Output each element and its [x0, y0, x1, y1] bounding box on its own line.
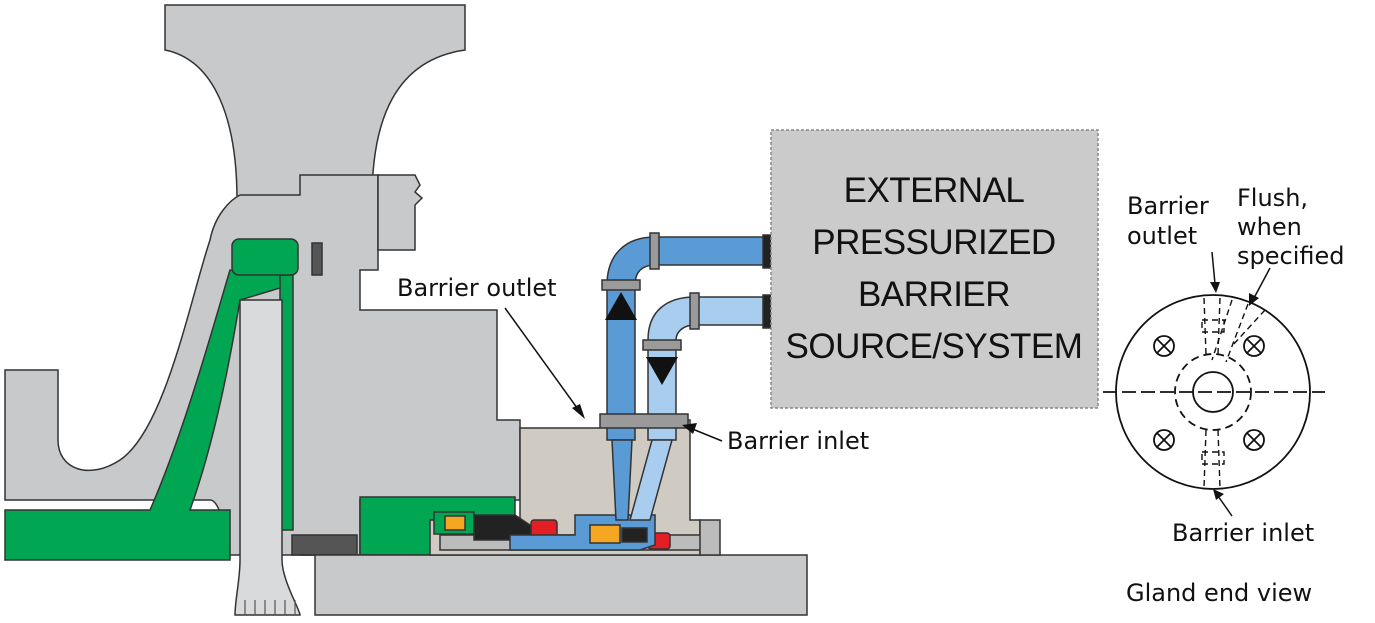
- leader-arrow-end-inlet-icon: [1213, 489, 1224, 500]
- flow-arrow-down-icon: [646, 357, 678, 385]
- box-connector-inlet: [762, 294, 772, 329]
- outlet-passage: [611, 439, 633, 521]
- gland-end-view: [1103, 294, 1325, 490]
- inlet-fitting-top: [642, 339, 682, 351]
- gland-end-plate: [699, 519, 721, 556]
- piping: [599, 232, 772, 521]
- leader-arrow-end-outlet-icon: [1210, 282, 1220, 293]
- dark-ring-bottom: [291, 534, 358, 556]
- box-line-2: PRESSURIZED: [812, 223, 1055, 262]
- bolt-holes: [1153, 335, 1265, 451]
- shaft-hatching: [244, 600, 296, 615]
- flow-arrow-up-icon: [605, 292, 637, 320]
- shaft: [314, 554, 808, 616]
- leader-flush: [1253, 267, 1271, 299]
- inner-spring: [589, 524, 621, 544]
- label-barrier-inlet: Barrier inlet: [727, 427, 869, 455]
- outlet-pipe: [606, 236, 766, 441]
- discharge-nozzle: [164, 4, 466, 201]
- impeller-hub: [234, 299, 301, 616]
- inlet-fitting-h: [689, 292, 700, 330]
- inlet-passage: [629, 439, 673, 521]
- inlet-pipe: [647, 296, 766, 441]
- spring-outer: [444, 515, 466, 531]
- label-barrier-outlet: Barrier outlet: [397, 274, 557, 302]
- end-view-label-inlet: Barrier inlet: [1172, 519, 1314, 547]
- leader-barrier-inlet: [689, 427, 723, 442]
- box-line-1: EXTERNAL: [844, 171, 1025, 210]
- outlet-fitting-h: [649, 232, 660, 270]
- leader-end-inlet: [1217, 495, 1233, 517]
- leader-end-outlet: [1211, 251, 1216, 285]
- box-line-4: SOURCE/SYSTEM: [786, 327, 1083, 366]
- seal-gland: [429, 419, 721, 556]
- leader-barrier-outlet: [504, 307, 581, 413]
- end-view-label-flush-1: Flush,: [1237, 184, 1308, 212]
- end-view-hub-circle: [1174, 353, 1252, 431]
- external-system-box: [770, 129, 1099, 409]
- dark-ring-top: [311, 242, 323, 276]
- casing-right-cut: [377, 174, 424, 251]
- end-view-flush-port: [1211, 299, 1266, 363]
- end-view-label-outlet-1: Barrier: [1127, 192, 1209, 220]
- outlet-fitting-top: [601, 279, 641, 291]
- leader-arrow-inlet-icon: [682, 423, 697, 434]
- green-o-ring: [231, 238, 299, 276]
- leader-arrow-outlet-icon: [572, 404, 585, 419]
- inner-black: [621, 527, 648, 543]
- end-view-label-flush-2: when: [1237, 213, 1302, 241]
- leader-arrow-flush-icon: [1249, 293, 1259, 306]
- end-view-inlet-port: [1201, 429, 1225, 489]
- end-view-outlet-port: [1201, 297, 1225, 355]
- wear-ring-green: [4, 269, 291, 561]
- box-line-3: BARRIER: [858, 275, 1010, 314]
- box-connector-outlet: [762, 234, 772, 269]
- gland-fittings: [599, 413, 689, 429]
- end-view-caption: Gland end view: [1126, 579, 1312, 607]
- end-view-label-flush-3: specified: [1237, 242, 1344, 270]
- end-view-label-outlet-2: outlet: [1127, 222, 1197, 250]
